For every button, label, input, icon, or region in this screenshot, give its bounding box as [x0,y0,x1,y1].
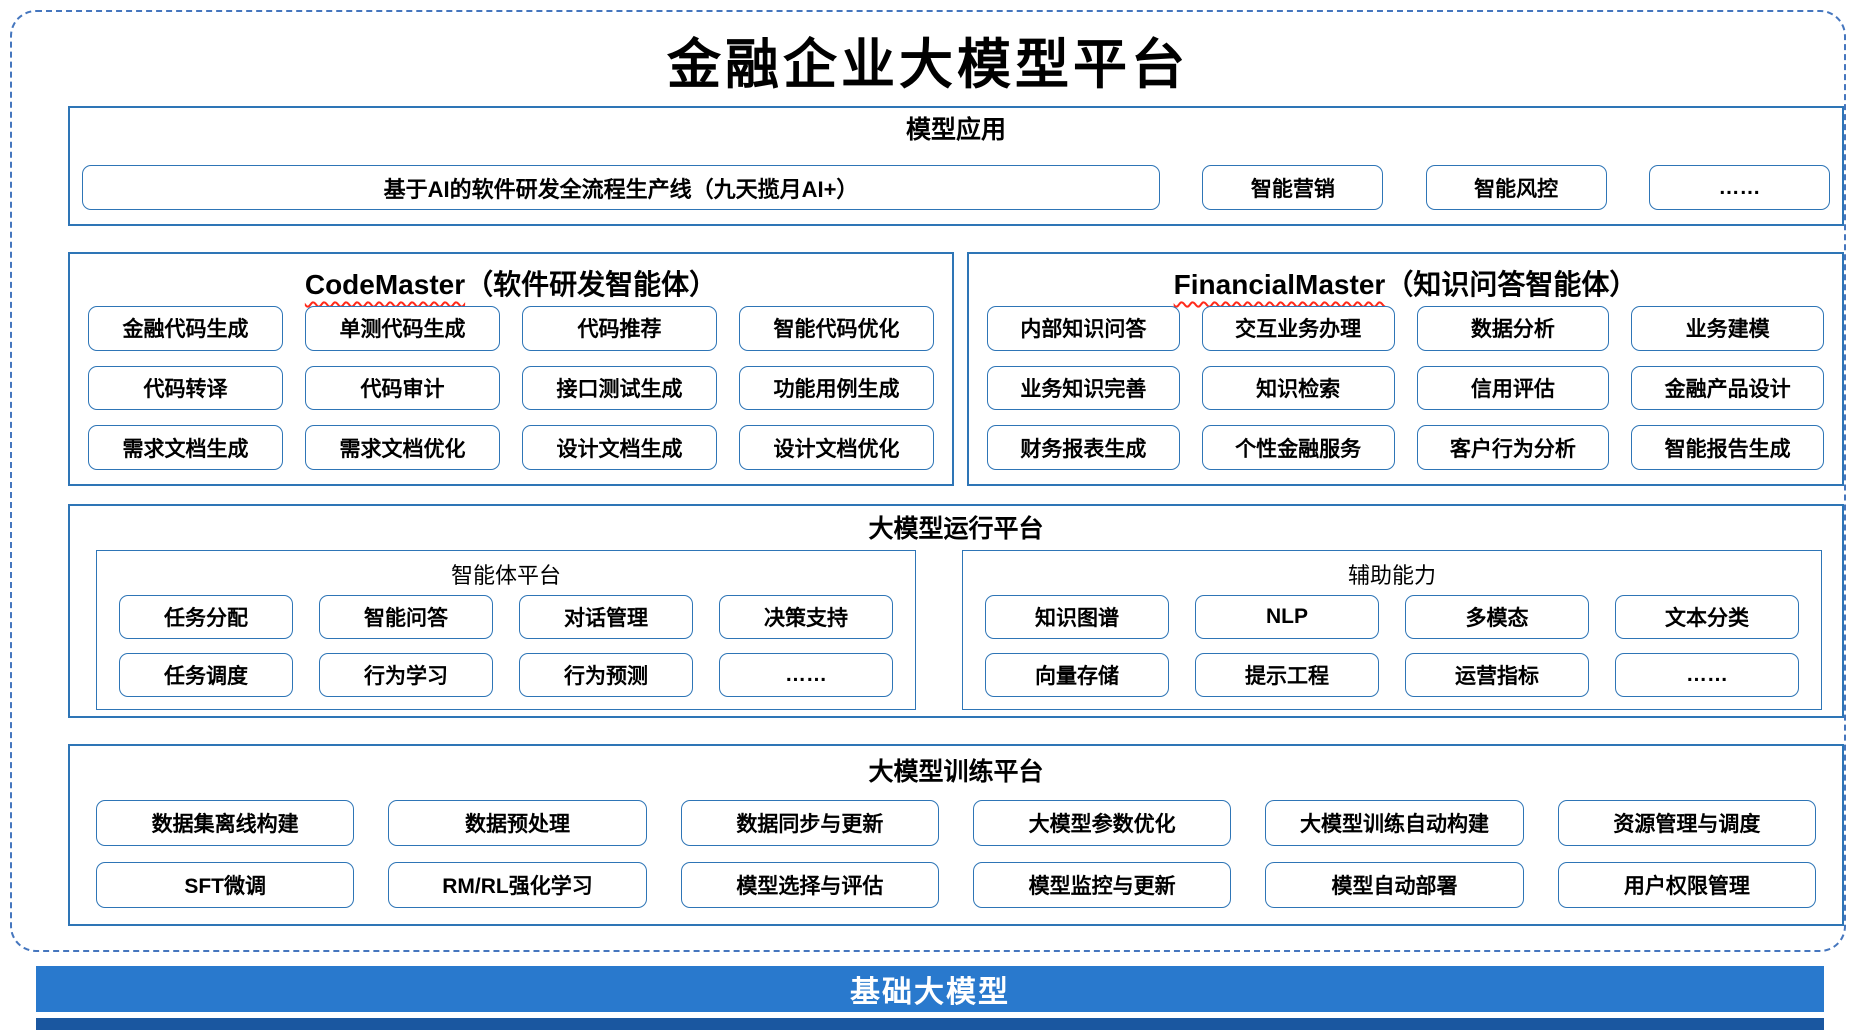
auxiliary-item: 向量存储 [985,653,1169,697]
platform-outer-frame [10,10,1846,952]
base-model-bar-shadow [36,1018,1824,1030]
app-item-ellipsis: …… [1648,165,1830,210]
financialmaster-item: 交互业务办理 [1201,306,1395,351]
training-platform-header: 大模型训练平台 [868,758,1044,786]
agents-row: CodeMaster（软件研发智能体） 金融代码生成 单测代码生成 代码推荐 智… [68,252,1844,486]
codemaster-item: 需求文档优化 [305,425,500,470]
app-item-marketing: 智能营销 [1202,165,1384,210]
page-title: 金融企业大模型平台 [667,32,1189,96]
agent-platform-item: 任务分配 [119,595,293,639]
training-item: 模型选择与评估 [680,862,939,908]
training-platform-grid: 数据集离线构建 数据预处理 数据同步与更新 大模型参数优化 大模型训练自动构建 … [96,800,1816,908]
codemaster-item: 金融代码生成 [88,306,283,351]
financialmaster-item: 财务报表生成 [987,425,1180,470]
training-item: SFT微调 [96,862,355,908]
financialmaster-item: 客户行为分析 [1416,425,1610,470]
financialmaster-header: FinancialMaster（知识问答智能体） [969,263,1842,303]
auxiliary-item: …… [1615,653,1799,697]
section-model-applications: 模型应用 基于AI的软件研发全流程生产线（九天揽月AI+） 智能营销 智能风控 … [68,106,1844,226]
codemaster-item: 代码审计 [305,365,500,411]
codemaster-item: 接口测试生成 [522,365,717,411]
financialmaster-item: 金融产品设计 [1631,365,1824,411]
financialmaster-name-en: FinancialMaster [1173,269,1386,300]
codemaster-name-cn: （软件研发智能体） [465,269,718,300]
codemaster-item: 代码推荐 [522,306,717,351]
auxiliary-capabilities-grid: 知识图谱 NLP 多模态 文本分类 向量存储 提示工程 运营指标 …… [985,595,1799,697]
codemaster-item: 需求文档生成 [88,425,283,470]
financialmaster-item: 信用评估 [1416,365,1610,411]
agent-platform-item: 行为预测 [519,653,693,697]
agent-platform-title: 智能体平台 [450,563,561,588]
auxiliary-item: 文本分类 [1615,595,1799,639]
agent-platform-item: 决策支持 [719,595,893,639]
panel-auxiliary-capabilities: 辅助能力 知识图谱 NLP 多模态 文本分类 向量存储 提示工程 运营指标 …… [962,550,1822,710]
agent-platform-item: 任务调度 [119,653,293,697]
training-item: 大模型训练自动构建 [1265,800,1524,846]
financialmaster-item: 业务知识完善 [987,365,1180,411]
training-item: 用户权限管理 [1557,862,1816,908]
auxiliary-item: 知识图谱 [985,595,1169,639]
section-runtime-platform: 大模型运行平台 智能体平台 任务分配 智能问答 对话管理 决策支持 任务调度 行… [68,504,1844,718]
agent-platform-item: 行为学习 [319,653,493,697]
agent-platform-item: …… [719,653,893,697]
codemaster-item: 设计文档生成 [522,425,717,470]
codemaster-item: 功能用例生成 [739,365,934,411]
financialmaster-grid: 内部知识问答 交互业务办理 数据分析 业务建模 业务知识完善 知识检索 信用评估… [987,306,1824,470]
codemaster-item: 设计文档优化 [739,425,934,470]
auxiliary-capabilities-title: 辅助能力 [1347,563,1436,588]
training-item: 数据预处理 [388,800,647,846]
panel-financialmaster: FinancialMaster（知识问答智能体） 内部知识问答 交互业务办理 数… [967,252,1844,486]
auxiliary-item: 多模态 [1405,595,1589,639]
training-item: 资源管理与调度 [1557,800,1816,846]
model-applications-header: 模型应用 [905,116,1006,144]
training-item: 数据同步与更新 [680,800,939,846]
training-item: 模型监控与更新 [973,862,1232,908]
training-item: 模型自动部署 [1265,862,1524,908]
auxiliary-item: NLP [1195,595,1379,639]
model-applications-row: 基于AI的软件研发全流程生产线（九天揽月AI+） 智能营销 智能风控 …… [82,165,1830,210]
financialmaster-item: 知识检索 [1201,365,1395,411]
training-item: 大模型参数优化 [973,800,1232,846]
codemaster-item: 单测代码生成 [305,306,500,351]
auxiliary-item: 运营指标 [1405,653,1589,697]
financialmaster-item: 业务建模 [1631,306,1824,351]
agent-platform-item: 智能问答 [319,595,493,639]
codemaster-item: 代码转译 [88,365,283,411]
financialmaster-item: 智能报告生成 [1631,425,1824,470]
codemaster-name-en: CodeMaster [304,269,466,300]
runtime-platform-header: 大模型运行平台 [868,515,1044,543]
training-item: RM/RL强化学习 [388,862,647,908]
panel-agent-platform: 智能体平台 任务分配 智能问答 对话管理 决策支持 任务调度 行为学习 行为预测… [96,550,916,710]
codemaster-item: 智能代码优化 [739,306,934,351]
codemaster-grid: 金融代码生成 单测代码生成 代码推荐 智能代码优化 代码转译 代码审计 接口测试… [88,306,934,470]
app-item-ai-pipeline: 基于AI的软件研发全流程生产线（九天揽月AI+） [82,165,1160,210]
financialmaster-item: 个性金融服务 [1201,425,1395,470]
financialmaster-item: 内部知识问答 [987,306,1180,351]
section-training-platform: 大模型训练平台 数据集离线构建 数据预处理 数据同步与更新 大模型参数优化 大模… [68,744,1844,926]
base-model-bar: 基础大模型 [36,966,1824,1012]
training-item: 数据集离线构建 [96,800,355,846]
codemaster-header: CodeMaster（软件研发智能体） [70,263,952,303]
agent-platform-item: 对话管理 [519,595,693,639]
panel-codemaster: CodeMaster（软件研发智能体） 金融代码生成 单测代码生成 代码推荐 智… [68,252,954,486]
financialmaster-item: 数据分析 [1416,306,1610,351]
financialmaster-name-cn: （知识问答智能体） [1385,269,1638,300]
auxiliary-item: 提示工程 [1195,653,1379,697]
agent-platform-grid: 任务分配 智能问答 对话管理 决策支持 任务调度 行为学习 行为预测 …… [119,595,893,697]
app-item-risk-control: 智能风控 [1425,165,1607,210]
